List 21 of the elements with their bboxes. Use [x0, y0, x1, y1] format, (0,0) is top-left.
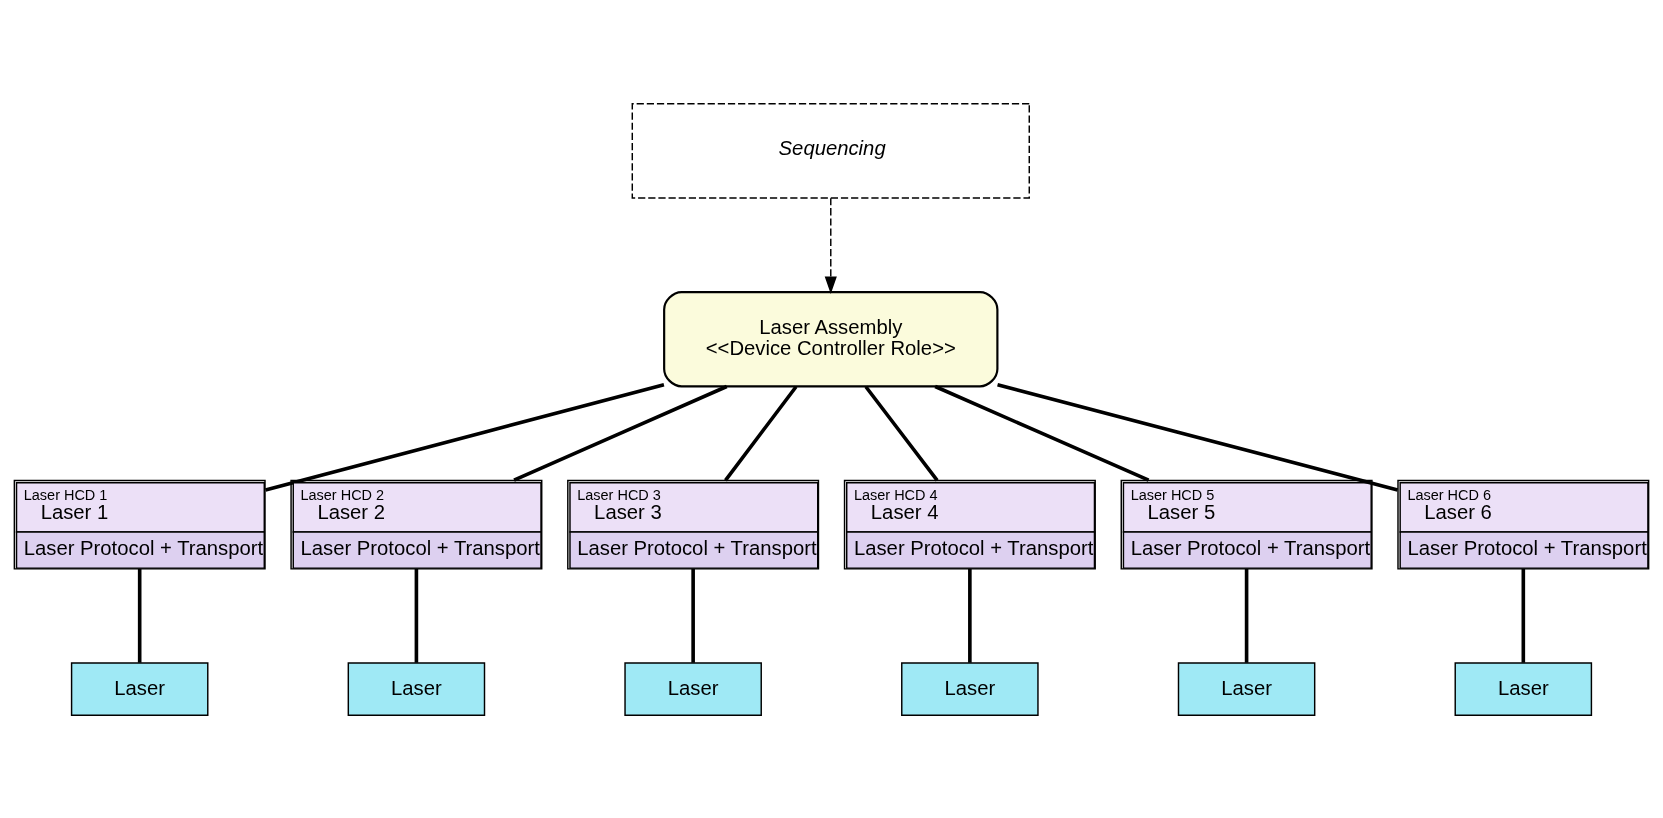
connector — [137, 568, 142, 663]
node-box: Sequencing — [631, 102, 1030, 199]
connector — [864, 385, 939, 481]
connector — [724, 385, 798, 481]
arrow — [824, 196, 837, 294]
connector — [934, 384, 1150, 482]
connector — [997, 382, 1399, 492]
node-box: Laser — [1177, 661, 1316, 716]
node-box: Laser — [624, 661, 762, 716]
node-box: Laser Assembly <<Device Controller Role>> — [663, 290, 999, 387]
connector — [513, 384, 728, 482]
connector — [1521, 568, 1526, 663]
connector — [691, 568, 695, 663]
connector — [265, 382, 665, 492]
node-box: Laser — [347, 661, 486, 716]
connector — [1244, 568, 1249, 663]
connector — [968, 568, 972, 663]
node-box: Laser — [70, 661, 209, 716]
node-box: Laser — [901, 661, 1039, 716]
node-box: Laser — [1454, 661, 1593, 716]
connector — [414, 568, 419, 663]
